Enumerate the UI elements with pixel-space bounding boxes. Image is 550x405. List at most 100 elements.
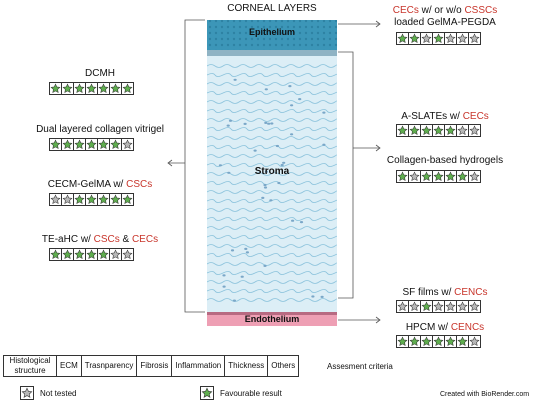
- star-green-icon: [457, 336, 469, 347]
- cell-type-highlight: CSSCs: [464, 5, 498, 16]
- cell-type-highlight: CSCs: [126, 179, 153, 190]
- star-green-icon: [74, 249, 86, 260]
- biorender-credit: Created with BioRender.com: [440, 391, 530, 398]
- star-green-icon: [409, 336, 421, 347]
- star-grey-icon: [20, 386, 34, 401]
- star-grey-icon: [122, 139, 133, 150]
- label-text: CECM-GelMA w/: [47, 179, 127, 190]
- label-text: SF films w/: [402, 287, 455, 298]
- cornea-layers-svg: [207, 20, 337, 326]
- star-green-icon: [110, 83, 122, 94]
- star-green-icon: [122, 83, 133, 94]
- right-item-stars: [396, 170, 481, 183]
- left-item-label: Dual layered collagen vitrigel: [30, 124, 170, 135]
- legend-favourable: Favourable result: [200, 386, 282, 401]
- star-grey-icon: [469, 33, 480, 44]
- cell-type-highlight: CENCs: [454, 287, 488, 298]
- left-item-stars: [49, 248, 134, 261]
- stroma-label: Stroma: [254, 166, 290, 177]
- star-green-icon: [74, 139, 86, 150]
- star-green-icon: [421, 301, 433, 312]
- star-green-icon: [445, 125, 457, 136]
- star-grey-icon: [110, 249, 122, 260]
- star-green-icon: [98, 139, 110, 150]
- star-green-icon: [110, 139, 122, 150]
- label-text: Collagen-based hydrogels: [386, 155, 504, 166]
- star-green-icon: [409, 33, 421, 44]
- star-green-icon: [86, 194, 98, 205]
- star-green-icon: [62, 83, 74, 94]
- star-green-icon: [433, 125, 445, 136]
- star-green-icon: [74, 83, 86, 94]
- star-grey-icon: [445, 33, 457, 44]
- right-item-label: CECs w/ or w/o CSSCs: [385, 5, 505, 16]
- legend-not-tested: Not tested: [20, 386, 76, 401]
- star-green-icon: [397, 336, 409, 347]
- label-text: TE-aHC w/: [41, 234, 94, 245]
- corneal-layers-title: CORNEAL LAYERS: [227, 3, 317, 14]
- endothelium-label: Endothelium: [244, 314, 300, 324]
- star-green-icon: [50, 249, 62, 260]
- label-text: HPCM w/: [405, 322, 451, 333]
- cornea-diagram: CORNEAL LAYERS Epithelium Stroma Endothe…: [207, 3, 337, 332]
- label-text: Dual layered collagen vitrigel: [36, 124, 164, 135]
- star-green-icon: [433, 171, 445, 182]
- star-green-icon: [421, 125, 433, 136]
- left-item-label: TE-aHC w/ CSCs & CECs: [40, 234, 160, 245]
- star-green-icon: [62, 139, 74, 150]
- star-grey-icon: [469, 125, 480, 136]
- cell-type-highlight: CECs: [131, 234, 159, 245]
- left-item-label: CECM-GelMA w/ CSCs: [40, 179, 160, 190]
- left-item-stars: [49, 82, 134, 95]
- right-item-stars: [396, 124, 481, 137]
- star-green-icon: [98, 83, 110, 94]
- star-green-icon: [50, 83, 62, 94]
- star-green-icon: [421, 171, 433, 182]
- star-green-icon: [397, 125, 409, 136]
- left-item-stars: [49, 193, 134, 206]
- right-item-stars: [396, 335, 481, 348]
- star-green-icon: [122, 194, 133, 205]
- star-grey-icon: [409, 301, 421, 312]
- star-grey-icon: [433, 301, 445, 312]
- criteria-ecm: ECM: [57, 356, 82, 376]
- right-item-label: Collagen-based hydrogels: [380, 155, 510, 166]
- star-grey-icon: [62, 194, 74, 205]
- criteria-inflammation: Inflammation: [172, 356, 226, 376]
- star-green-icon: [433, 33, 445, 44]
- left-item-label: DCMH: [45, 68, 155, 79]
- label-text: DCMH: [85, 68, 115, 79]
- right-item-stars: [396, 32, 481, 45]
- label-text: &: [119, 234, 132, 245]
- star-green-icon: [409, 125, 421, 136]
- cell-type-highlight: CECs: [462, 111, 489, 122]
- star-green-icon: [86, 139, 98, 150]
- star-green-icon: [62, 249, 74, 260]
- star-green-icon: [457, 171, 469, 182]
- star-grey-icon: [50, 194, 62, 205]
- right-item-label: HPCM w/ CENCs: [385, 322, 505, 333]
- star-green-icon: [110, 194, 122, 205]
- star-grey-icon: [469, 301, 480, 312]
- star-green-icon: [397, 171, 409, 182]
- right-item-label: A-SLATEs w/ CECs: [385, 111, 505, 122]
- epithelium-label: Epithelium: [248, 27, 295, 37]
- star-green-icon: [98, 249, 110, 260]
- star-green-icon: [50, 139, 62, 150]
- cell-type-highlight: CECs: [392, 5, 419, 16]
- criteria-fibrosis: Fibrosis: [137, 356, 173, 376]
- star-grey-icon: [457, 33, 469, 44]
- star-grey-icon: [445, 301, 457, 312]
- star-grey-icon: [469, 171, 480, 182]
- criteria-others: Others: [271, 361, 296, 370]
- star-green-icon: [421, 336, 433, 347]
- endothelium-layer: [207, 312, 337, 326]
- criteria-histological: Histological structure: [4, 356, 57, 376]
- star-grey-icon: [397, 301, 409, 312]
- label-text: A-SLATEs w/: [401, 111, 463, 122]
- star-grey-icon: [457, 125, 469, 136]
- star-grey-icon: [122, 249, 133, 260]
- criteria-table: Histological structure ECM Trasnparency …: [3, 355, 300, 377]
- label-text: w/ or w/o: [418, 5, 465, 16]
